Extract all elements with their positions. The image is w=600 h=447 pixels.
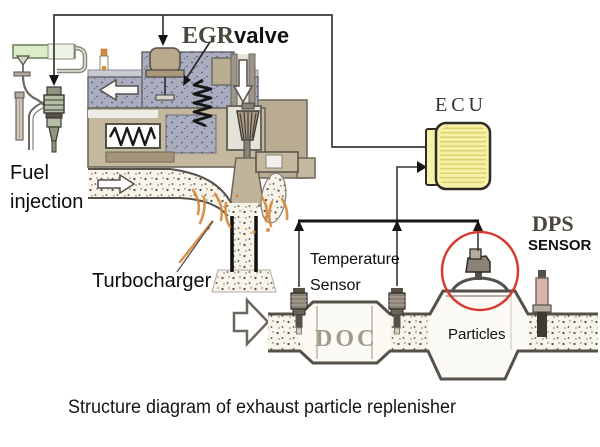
temperature-sensor-2 bbox=[388, 288, 406, 335]
fuel-injection-assembly bbox=[12, 43, 88, 153]
diagram-caption: Structure diagram of exhaust particle re… bbox=[68, 397, 457, 418]
ecu-input-arrow bbox=[417, 161, 427, 173]
exhaust-passage bbox=[88, 169, 255, 216]
label-temperature: Temperature bbox=[310, 251, 400, 268]
label-dps-sensor: SENSOR bbox=[528, 237, 592, 254]
sensor-to-ecu-line bbox=[396, 166, 418, 286]
label-temp-sensor: Sensor bbox=[310, 277, 361, 294]
dps-sensor-device bbox=[450, 248, 510, 292]
egr-spring bbox=[192, 78, 213, 128]
egr-command-arrow bbox=[158, 35, 168, 46]
turbocharger-unit bbox=[226, 53, 299, 207]
egr-valve-disc bbox=[155, 94, 175, 101]
exhaust-inlet-arrow bbox=[232, 296, 270, 348]
exhaust-pipe-assembly bbox=[232, 248, 598, 381]
intake-down-arrow bbox=[232, 59, 254, 104]
label-valve: valve bbox=[234, 23, 289, 48]
dps-highlight-circle bbox=[440, 230, 520, 312]
doc-canister bbox=[300, 303, 390, 362]
ecu-control-line bbox=[53, 14, 426, 148]
ecu-module bbox=[425, 121, 492, 191]
label-dps: DPS bbox=[532, 211, 574, 236]
label-fuel: Fuel bbox=[10, 162, 49, 184]
fuel-injector bbox=[43, 86, 65, 153]
turbocharger-leader-line bbox=[176, 220, 214, 273]
signal-lines bbox=[49, 14, 483, 287]
turbine-shaft bbox=[243, 139, 251, 161]
injector-nozzle bbox=[48, 126, 60, 142]
manifold-plug bbox=[100, 48, 108, 57]
dpf-canister bbox=[428, 292, 528, 378]
horizontal-spring bbox=[108, 126, 157, 147]
flame-streaks bbox=[178, 188, 289, 264]
label-turbocharger: Turbocharger bbox=[92, 270, 212, 292]
label-ecu: ECU bbox=[435, 94, 487, 116]
label-particles: Particles bbox=[448, 326, 506, 343]
label-doc: DOC bbox=[315, 326, 377, 352]
fuel-valve-funnel bbox=[15, 55, 31, 67]
temperature-sensor-1 bbox=[290, 288, 308, 335]
intake-flow-arrow bbox=[98, 78, 139, 102]
engine-assembly bbox=[87, 47, 316, 293]
pipe-bottom-wall bbox=[268, 349, 598, 381]
egr-leader-line bbox=[185, 41, 211, 80]
return-line bbox=[28, 101, 45, 150]
label-egr: EGR bbox=[182, 23, 235, 49]
egr-valve-actuator bbox=[145, 47, 185, 101]
label-injection: injection bbox=[10, 191, 83, 213]
exhaust-flow-arrow bbox=[97, 173, 136, 195]
exhaust-gas-sensor bbox=[532, 270, 552, 337]
fuel-fitting-bar bbox=[13, 71, 31, 77]
fuel-rail-fitting bbox=[47, 43, 75, 60]
injector-command-arrow bbox=[49, 75, 59, 86]
